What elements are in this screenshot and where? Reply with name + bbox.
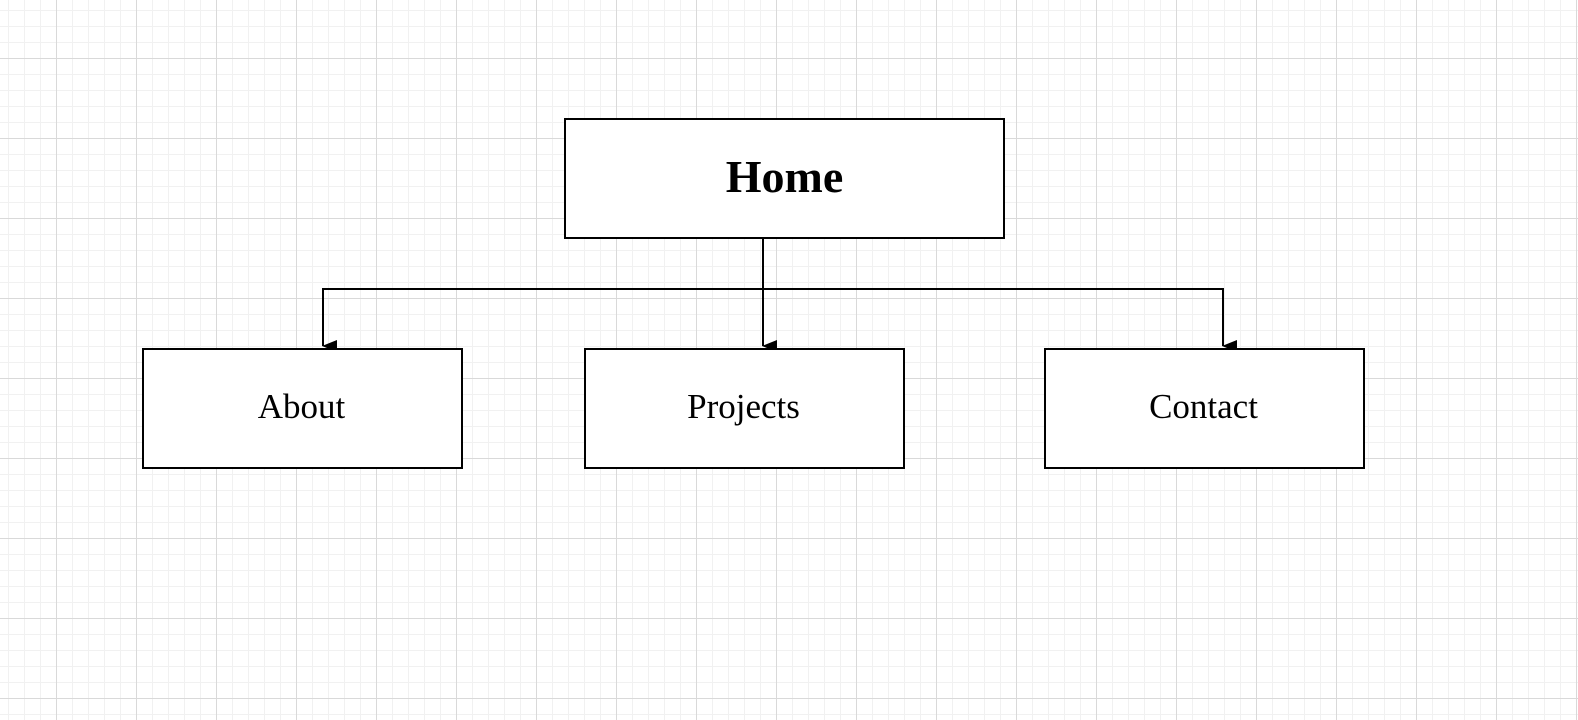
node-contact[interactable]: Contact — [1044, 348, 1365, 469]
node-contact-label: Contact — [1149, 386, 1258, 426]
node-about-label: About — [257, 386, 346, 426]
node-projects[interactable]: Projects — [584, 348, 905, 469]
node-projects-label: Projects — [687, 386, 800, 426]
edge-home-about[interactable] — [322, 239, 764, 352]
node-home-label: Home — [725, 151, 844, 202]
node-home[interactable]: Home — [564, 118, 1005, 239]
edge-home-contact[interactable] — [762, 239, 1237, 352]
node-about[interactable]: About — [142, 348, 463, 469]
